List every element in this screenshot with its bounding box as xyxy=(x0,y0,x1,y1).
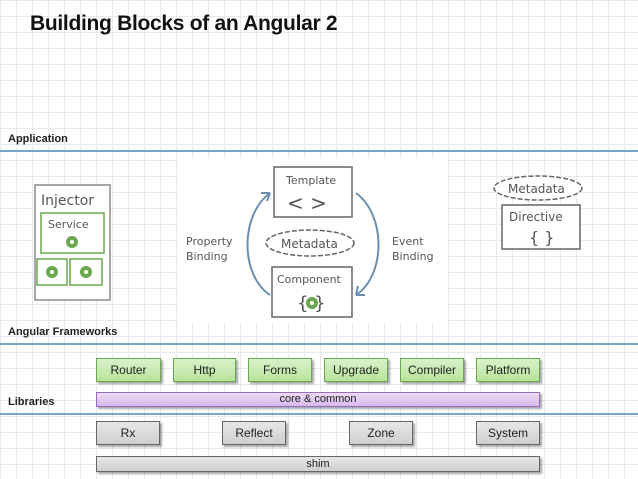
framework-forms: Forms xyxy=(248,358,312,382)
arrowhead-icon xyxy=(355,285,365,296)
library-reflect: Reflect xyxy=(222,421,286,445)
component-label: Component xyxy=(277,273,342,286)
gear-icon xyxy=(46,266,58,278)
framework-compiler: Compiler xyxy=(400,358,464,382)
core-common-bar: core & common xyxy=(96,392,540,407)
divider-frameworks xyxy=(0,343,638,345)
shim-bar: shim xyxy=(96,456,540,472)
page-title: Building Blocks of an Angular 2 xyxy=(30,12,338,35)
library-rx: Rx xyxy=(96,421,160,445)
template-block: Template < > xyxy=(273,166,353,218)
gear-icon xyxy=(66,236,78,248)
gear-icon xyxy=(306,297,318,309)
arrowhead-icon xyxy=(261,192,271,202)
section-label-application: Application xyxy=(8,133,68,145)
divider-application xyxy=(0,150,638,152)
property-binding-line2: Binding xyxy=(186,250,228,263)
property-binding-arrow xyxy=(246,192,271,296)
metadata-center-label: Metadata xyxy=(281,237,338,251)
framework-upgrade: Upgrade xyxy=(324,358,388,382)
framework-http: Http xyxy=(173,358,236,382)
component-block: Component { } xyxy=(271,266,353,318)
event-binding-line2: Binding xyxy=(392,250,434,263)
directive-symbol: { } xyxy=(529,228,554,247)
directive-label: Directive xyxy=(509,210,563,224)
property-binding-line1: Property xyxy=(186,235,233,248)
injector-label: Injector xyxy=(41,193,94,209)
section-label-libraries: Libraries xyxy=(8,396,55,408)
framework-router: Router xyxy=(96,358,161,382)
template-symbol: < > xyxy=(287,191,327,215)
gear-icon xyxy=(80,266,92,278)
metadata-cloud-center: Metadata xyxy=(265,229,355,257)
library-system: System xyxy=(476,421,540,445)
metadata-right-label: Metadata xyxy=(508,182,565,196)
template-label: Template xyxy=(285,174,336,187)
directive-block: Directive { } xyxy=(501,204,581,250)
section-label-angular-frameworks: Angular Frameworks xyxy=(8,326,118,338)
injector-block: Injector Service xyxy=(34,184,111,301)
library-zone: Zone xyxy=(349,421,413,445)
service-label: Service xyxy=(48,218,89,231)
event-binding-arrow xyxy=(355,192,380,296)
framework-platform: Platform xyxy=(476,358,540,382)
divider-libraries xyxy=(0,413,638,415)
metadata-cloud-right: Metadata xyxy=(493,175,583,201)
application-diagram: Injector Service Template < > Metadata C… xyxy=(34,158,583,323)
event-binding-line1: Event xyxy=(392,235,424,248)
